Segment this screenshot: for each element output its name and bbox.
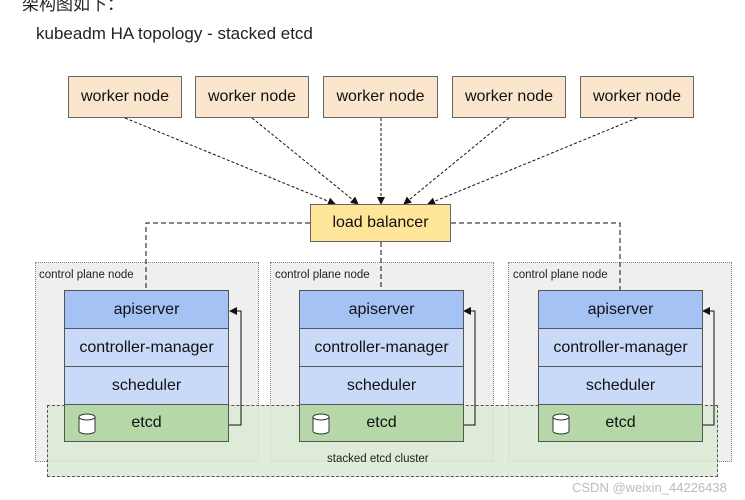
worker-node-5: worker node <box>580 76 694 118</box>
etcd-to-apiserver-2-arrow <box>463 307 476 426</box>
apiserver-box: apiserver <box>299 290 464 329</box>
control-plane-label-2: control plane node <box>275 269 370 281</box>
worker-2-to-lb-line <box>251 117 359 205</box>
watermark: CSDN @weixin_44226438 <box>572 480 727 495</box>
database-cylinder-icon <box>78 413 96 435</box>
worker-node-1: worker node <box>68 76 182 118</box>
etcd-to-apiserver-3-arrow <box>702 307 715 426</box>
etcd-to-apiserver-1-arrow <box>229 307 242 426</box>
controller-manager-box: controller-manager <box>64 328 229 367</box>
lb-to-apiserver-3-line <box>451 222 621 290</box>
scheduler-box: scheduler <box>64 366 229 405</box>
page-intro-text: 架构图如下： <box>22 0 124 15</box>
controller-manager-box: controller-manager <box>538 328 703 367</box>
worker-node-4: worker node <box>452 76 566 118</box>
control-plane-stack-3: apiserver controller-manager scheduler e… <box>538 290 703 442</box>
control-plane-label-1: control plane node <box>39 269 134 281</box>
lb-to-apiserver-1-line <box>145 222 310 290</box>
controller-manager-box: controller-manager <box>299 328 464 367</box>
worker-node-3: worker node <box>323 76 438 118</box>
scheduler-box: scheduler <box>538 366 703 405</box>
apiserver-box: apiserver <box>538 290 703 329</box>
worker-node-2: worker node <box>195 76 309 118</box>
apiserver-box: apiserver <box>64 290 229 329</box>
control-plane-stack-1: apiserver controller-manager scheduler e… <box>64 290 229 442</box>
stacked-etcd-cluster-label: stacked etcd cluster <box>327 453 429 465</box>
worker-5-to-lb-line <box>427 117 638 206</box>
control-plane-label-3: control plane node <box>513 269 608 281</box>
etcd-box: etcd <box>299 404 464 442</box>
worker-1-to-lb-line <box>124 117 336 206</box>
database-cylinder-icon <box>552 413 570 435</box>
control-plane-stack-2: apiserver controller-manager scheduler e… <box>299 290 464 442</box>
load-balancer: load balancer <box>310 204 451 242</box>
scheduler-box: scheduler <box>299 366 464 405</box>
database-cylinder-icon <box>312 413 330 435</box>
diagram-title: kubeadm HA topology - stacked etcd <box>36 24 313 43</box>
worker-4-to-lb-line <box>403 117 510 205</box>
